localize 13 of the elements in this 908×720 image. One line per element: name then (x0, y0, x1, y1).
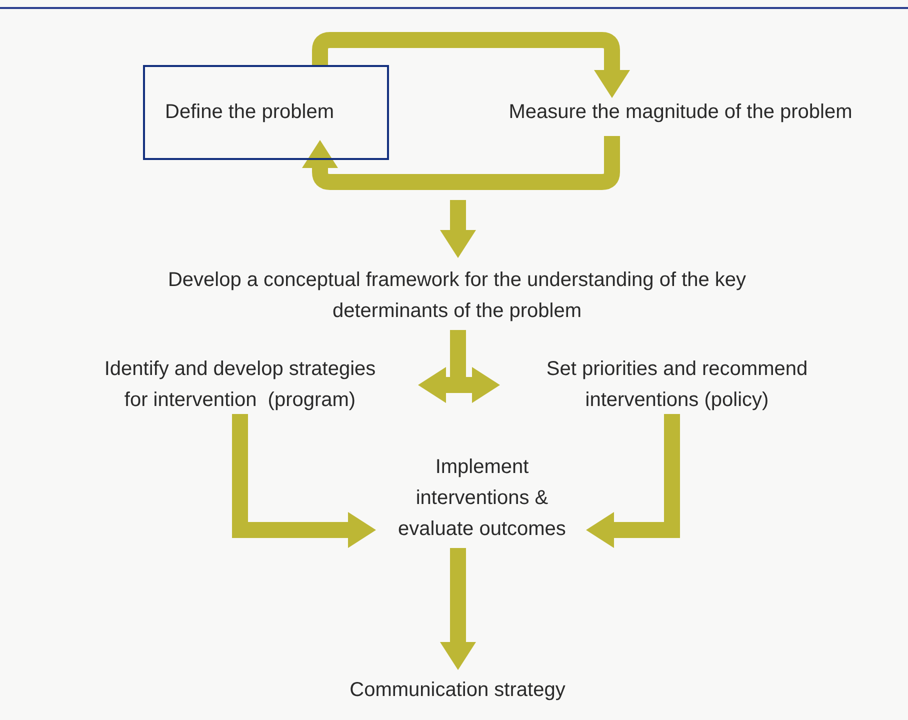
arrow (440, 200, 476, 258)
arrow (586, 414, 680, 548)
process-box (143, 65, 389, 160)
step-text: Identify and develop strategies for intervention (program) (90, 356, 390, 414)
step-text: Set priorities and recommend interventions (policy) (502, 356, 852, 414)
arrow (232, 414, 376, 548)
arrow (312, 32, 630, 98)
step-text: Measure the magnitude of the problem (468, 90, 893, 134)
step-text: Communication strategy (300, 674, 615, 706)
step-text: Define the problem (165, 100, 334, 125)
step-text: Implement interventions & evaluate outcomes (382, 448, 582, 548)
arrow (440, 548, 476, 670)
step-text: Develop a conceptual framework for the understanding of the key determinants of the problem (167, 264, 747, 328)
